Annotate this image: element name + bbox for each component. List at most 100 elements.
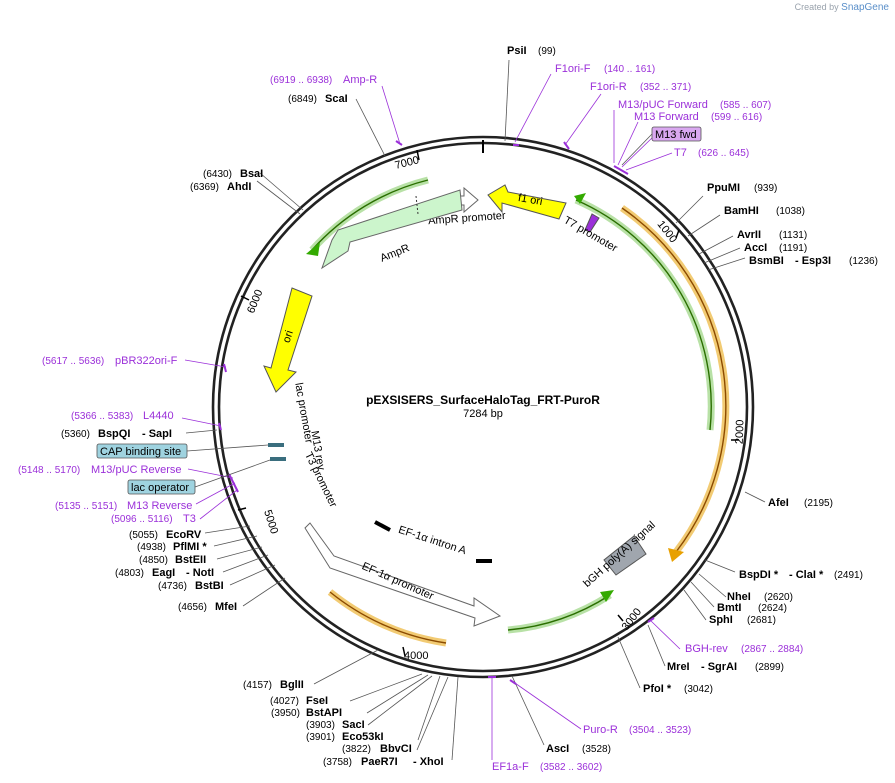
tick-6000: 6000 xyxy=(245,288,265,315)
enzyme-name: PfoI * xyxy=(643,683,672,695)
primer-name: Puro-R xyxy=(583,724,618,736)
enzyme-name: MfeI xyxy=(215,601,237,613)
primer-range: (5096 .. 5116) xyxy=(111,514,173,525)
f1-ori-arrow xyxy=(487,184,567,220)
primer-range: (5135 .. 5151) xyxy=(55,501,117,512)
ampr-boundary xyxy=(415,195,419,215)
primer-leaders xyxy=(181,73,681,760)
primer-name: F1ori-F xyxy=(555,63,591,75)
plasmid-title: pEXSISERS_SurfaceHaloTag_FRT-PuroR xyxy=(366,393,600,407)
primer-name: pBR322ori-F xyxy=(115,355,178,367)
enzyme-name: BstBI xyxy=(195,580,224,592)
enzyme-name: EcoRV xyxy=(166,529,202,541)
enzyme-name: BsmBI xyxy=(749,255,784,267)
ampr-arrow xyxy=(321,189,463,270)
enzyme-pos: (5055) xyxy=(129,530,158,541)
orf-green-bottom-head xyxy=(600,590,614,602)
enzyme-pos: (4027) xyxy=(270,696,299,707)
orf-orange-right-head xyxy=(668,548,684,562)
primer-name: T7 xyxy=(674,147,687,159)
primer-name: F1ori-R xyxy=(590,81,627,93)
enzyme-pos: (3528) xyxy=(582,744,611,755)
enzyme-pos: (1131) xyxy=(779,230,807,241)
cap-site-mark xyxy=(268,443,284,447)
primer-name: EF1a-F xyxy=(492,761,529,773)
enzyme-name: SphI xyxy=(709,614,733,626)
enzyme-pos: (4938) xyxy=(137,542,166,553)
enzyme-name: BbvCI xyxy=(380,743,412,755)
boxed-labels: M13 fwd CAP binding site lac operator xyxy=(96,126,702,495)
enzyme-extra: - Esp3I xyxy=(795,255,831,267)
created-by-text: Created by xyxy=(794,2,839,12)
enzyme-name: BspQI xyxy=(98,428,130,440)
enzyme-extra: - SgrAI xyxy=(701,661,737,673)
plasmid-length: 7284 bp xyxy=(463,408,503,420)
enzyme-pos: (6849) xyxy=(288,94,317,105)
primer-range: (140 .. 161) xyxy=(604,64,655,75)
m13-fwd-label: M13 fwd xyxy=(655,129,697,141)
orf-green-top-line xyxy=(311,179,429,251)
bgh-polya-box xyxy=(603,535,647,576)
ori-label: ori xyxy=(281,329,296,344)
enzyme-pos: (4157) xyxy=(243,680,272,691)
tick-5000: 5000 xyxy=(261,508,280,535)
intron-start xyxy=(374,520,391,532)
enzyme-pos: (2681) xyxy=(747,615,776,626)
enzyme-pos: (6430) xyxy=(203,169,232,180)
enzyme-name: FseI xyxy=(306,695,328,707)
t7-promoter-mark xyxy=(584,213,600,233)
enzyme-pos: (99) xyxy=(538,46,556,57)
primer-range: (6919 .. 6938) xyxy=(270,75,332,86)
cap-binding-label: CAP binding site xyxy=(100,446,181,458)
enzyme-extra: - NotI xyxy=(186,567,214,579)
orf-orange-bottom-line xyxy=(329,591,447,644)
primer-range: (2867 .. 2884) xyxy=(741,644,803,655)
enzyme-name: NheI xyxy=(727,591,751,603)
enzyme-name: SacI xyxy=(342,719,365,731)
primer-name: T3 xyxy=(183,513,196,525)
tick-2000: 2000 xyxy=(734,419,747,444)
enzyme-name: AhdI xyxy=(227,181,251,193)
primer-name: M13/pUC Reverse xyxy=(91,464,181,476)
enzyme-name: AscI xyxy=(546,743,569,755)
orf-green-bottom-line xyxy=(507,594,611,631)
snapgene-logo-text: SnapGene xyxy=(841,2,889,13)
primer-range: (599 .. 616) xyxy=(711,112,762,123)
enzyme-name: BmtI xyxy=(717,602,741,614)
backbone xyxy=(211,135,755,679)
primer-range: (5148 .. 5170) xyxy=(18,465,80,476)
enzyme-name: BstEII xyxy=(175,554,206,566)
enzyme-pos: (3950) xyxy=(271,708,300,719)
enzyme-name: AfeI xyxy=(768,497,789,509)
enzyme-pos: (2899) xyxy=(755,662,784,673)
primer-range: (626 .. 645) xyxy=(698,148,749,159)
snapgene-brand: Created by SnapGene xyxy=(795,2,889,13)
enzyme-pos: (3758) xyxy=(323,757,352,768)
tick-4000: 4000 xyxy=(404,650,428,662)
enzyme-pos: (6369) xyxy=(190,182,219,193)
enzyme-name: BstAPI xyxy=(306,707,342,719)
ampr-label: AmpR xyxy=(378,242,411,265)
enzyme-name: PaeR7I xyxy=(361,756,398,768)
primer-range: (352 .. 371) xyxy=(640,82,691,93)
enzyme-pos: (3903) xyxy=(306,720,335,731)
enzyme-name: MreI xyxy=(667,661,690,673)
enzyme-extra: - ClaI * xyxy=(789,569,824,581)
lac-operator-mark xyxy=(270,457,286,461)
primer-name: BGH-rev xyxy=(685,643,728,655)
primer-range: (3582 .. 3602) xyxy=(540,762,602,773)
enzyme-pos: (3901) xyxy=(306,732,335,743)
enzyme-pos: (4803) xyxy=(115,568,144,579)
enzyme-name: BsaI xyxy=(240,168,263,180)
enzyme-pos: (4736) xyxy=(158,581,187,592)
enzyme-pos: (2624) xyxy=(758,603,787,614)
enzyme-pos: (3042) xyxy=(684,684,713,695)
enzyme-pos: (2491) xyxy=(834,570,863,581)
enzyme-pos: (5360) xyxy=(61,429,90,440)
enzyme-name: AvrII xyxy=(737,229,761,241)
enzyme-pos: (1236) xyxy=(849,256,878,267)
enzyme-pos: (2195) xyxy=(804,498,833,509)
enzyme-name: EagI xyxy=(152,567,175,579)
enzyme-pos: (4850) xyxy=(139,555,168,566)
